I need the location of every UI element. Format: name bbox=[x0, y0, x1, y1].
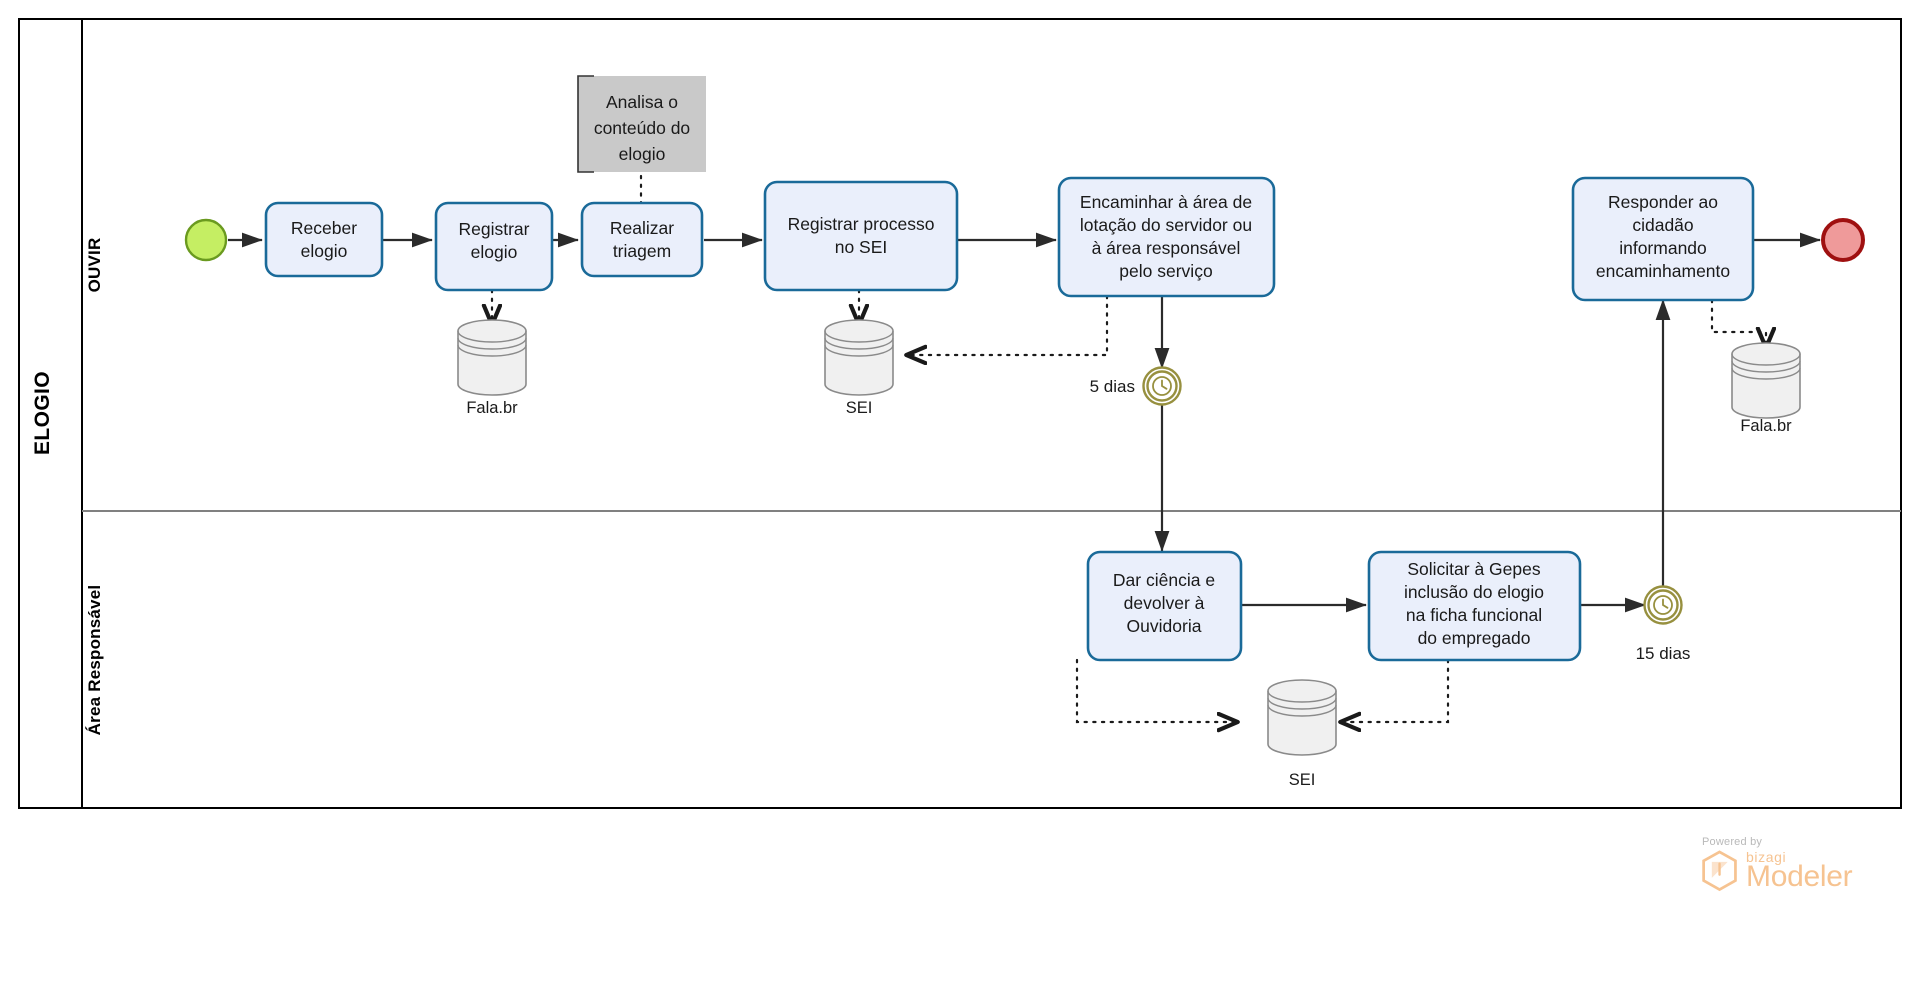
timer-label-15-dias: 15 dias bbox=[1636, 644, 1691, 663]
end-event-circle[interactable] bbox=[1821, 218, 1865, 262]
task-box[interactable] bbox=[434, 201, 554, 292]
task-label-line-2: lotação do servidor ou bbox=[1080, 215, 1252, 235]
task-realizar-triagem[interactable]: Realizar triagem bbox=[580, 201, 704, 278]
data-store-sei-1[interactable]: SEI bbox=[824, 319, 894, 417]
data-store-label: Fala.br bbox=[1740, 417, 1792, 435]
pool-elogio: ELOGIO OUVIR Área Responsável bbox=[18, 18, 1902, 809]
task-label-line-2: inclusão do elogio bbox=[1404, 582, 1544, 602]
data-store-ring-1 bbox=[1731, 360, 1801, 373]
data-store-label: SEI bbox=[846, 399, 873, 417]
task-label-line-2: elogio bbox=[301, 241, 348, 261]
task-dar-ciencia-devolver[interactable]: Dar ciência e devolver à Ouvidoria bbox=[1086, 550, 1243, 662]
timer-event-15-dias[interactable]: 15 dias bbox=[1636, 585, 1691, 664]
task-label-line-1: Receber bbox=[291, 218, 357, 238]
annotation-bracket bbox=[577, 75, 594, 173]
data-store-top-ellipse bbox=[824, 330, 894, 343]
sequence-flows bbox=[228, 232, 1821, 613]
annotation-line-2: conteúdo do bbox=[594, 118, 690, 138]
end-event[interactable] bbox=[1821, 218, 1865, 262]
data-store-ring-2 bbox=[1731, 367, 1801, 380]
start-event[interactable] bbox=[184, 218, 228, 262]
clock-icon-15 bbox=[1653, 595, 1673, 615]
task-label-line-1: Registrar bbox=[459, 219, 530, 239]
data-store-cylinder[interactable] bbox=[824, 319, 894, 396]
task-label-line-1: Responder ao bbox=[1608, 192, 1718, 212]
clock-hands-icon-5 bbox=[1161, 379, 1168, 390]
data-store-ring-1 bbox=[824, 337, 894, 350]
data-store-top-ellipse bbox=[457, 330, 527, 343]
task-box[interactable] bbox=[1086, 550, 1243, 662]
data-store-label: SEI bbox=[1289, 771, 1316, 789]
task-receber-elogio[interactable]: Receber elogio bbox=[264, 201, 384, 278]
task-box[interactable] bbox=[1057, 176, 1276, 298]
data-store-top-ellipse bbox=[1731, 353, 1801, 366]
task-label-line-4: encaminhamento bbox=[1596, 261, 1730, 281]
task-label-line-2: triagem bbox=[613, 241, 671, 261]
data-store-cylinder[interactable] bbox=[457, 319, 527, 396]
task-box[interactable] bbox=[580, 201, 704, 278]
task-box[interactable] bbox=[264, 201, 384, 278]
task-label-line-3: Ouvidoria bbox=[1127, 616, 1202, 636]
data-store-ring-1 bbox=[457, 337, 527, 350]
timer-label-5-dias: 5 dias bbox=[1090, 377, 1135, 396]
task-label-line-1: Registrar processo bbox=[788, 214, 935, 234]
task-box[interactable] bbox=[1367, 550, 1582, 662]
data-store-cylinder[interactable] bbox=[1731, 342, 1801, 419]
task-label-line-4: do empregado bbox=[1418, 628, 1531, 648]
task-label-line-3: na ficha funcional bbox=[1406, 605, 1542, 625]
task-box[interactable] bbox=[1571, 176, 1755, 302]
pool-border bbox=[18, 18, 1902, 809]
pool-label: ELOGIO bbox=[31, 371, 54, 455]
task-solicitar-gepes[interactable]: Solicitar à Gepes inclusão do elogio na … bbox=[1367, 550, 1582, 662]
assoc-t8-to-sei2 bbox=[1340, 658, 1450, 722]
task-label-line-1: Realizar bbox=[610, 218, 674, 238]
data-associations bbox=[492, 174, 1766, 722]
data-store-falabr-1[interactable]: Fala.br bbox=[457, 319, 527, 417]
task-responder-ao-cidadao[interactable]: Responder ao cidadão informando encaminh… bbox=[1571, 176, 1755, 302]
start-event-circle[interactable] bbox=[184, 218, 228, 262]
task-box[interactable] bbox=[763, 180, 959, 292]
task-label-line-2: devolver à bbox=[1124, 593, 1205, 613]
data-store-ring-1 bbox=[1267, 697, 1337, 710]
data-store-falabr-2[interactable]: Fala.br bbox=[1731, 342, 1801, 435]
data-store-ring-2 bbox=[457, 344, 527, 357]
task-label-line-4: pelo serviço bbox=[1119, 261, 1212, 281]
assoc-t7-to-sei2 bbox=[1075, 658, 1238, 722]
task-label-line-1: Solicitar à Gepes bbox=[1407, 559, 1541, 579]
task-label-line-3: informando bbox=[1619, 238, 1707, 258]
annotation-line-3: elogio bbox=[619, 144, 666, 164]
task-registrar-processo-no-sei[interactable]: Registrar processo no SEI bbox=[763, 180, 959, 292]
assoc-t5-to-sei bbox=[906, 294, 1109, 355]
annotation-line-1: Analisa o bbox=[606, 92, 678, 112]
lane-label-area: Área Responsável bbox=[85, 585, 104, 736]
annotation-box bbox=[578, 76, 706, 172]
task-label-line-2: elogio bbox=[471, 242, 518, 262]
data-store-ring-2 bbox=[824, 344, 894, 357]
timer-event-5-dias[interactable]: 5 dias bbox=[1090, 366, 1182, 406]
task-label-line-2: no SEI bbox=[835, 237, 888, 257]
data-store-sei-2[interactable]: SEI bbox=[1267, 679, 1337, 789]
lane-label-ouvir: OUVIR bbox=[85, 238, 104, 293]
task-label-line-1: Dar ciência e bbox=[1113, 570, 1215, 590]
task-label-line-3: à área responsável bbox=[1092, 238, 1241, 258]
task-label-line-2: cidadão bbox=[1632, 215, 1693, 235]
text-annotation-analisa: Analisa o conteúdo do elogio bbox=[577, 75, 706, 173]
data-store-ring-2 bbox=[1267, 704, 1337, 717]
data-store-label: Fala.br bbox=[466, 399, 518, 417]
task-label-line-1: Encaminhar à área de bbox=[1080, 192, 1252, 212]
data-store-top-ellipse bbox=[1267, 690, 1337, 703]
task-encaminhar-area-lotacao[interactable]: Encaminhar à área de lotação do servidor… bbox=[1057, 176, 1276, 298]
task-registrar-elogio[interactable]: Registrar elogio bbox=[434, 201, 554, 292]
data-store-cylinder[interactable] bbox=[1267, 679, 1337, 756]
clock-icon-5 bbox=[1152, 376, 1172, 396]
clock-hands-icon-15 bbox=[1662, 598, 1669, 609]
